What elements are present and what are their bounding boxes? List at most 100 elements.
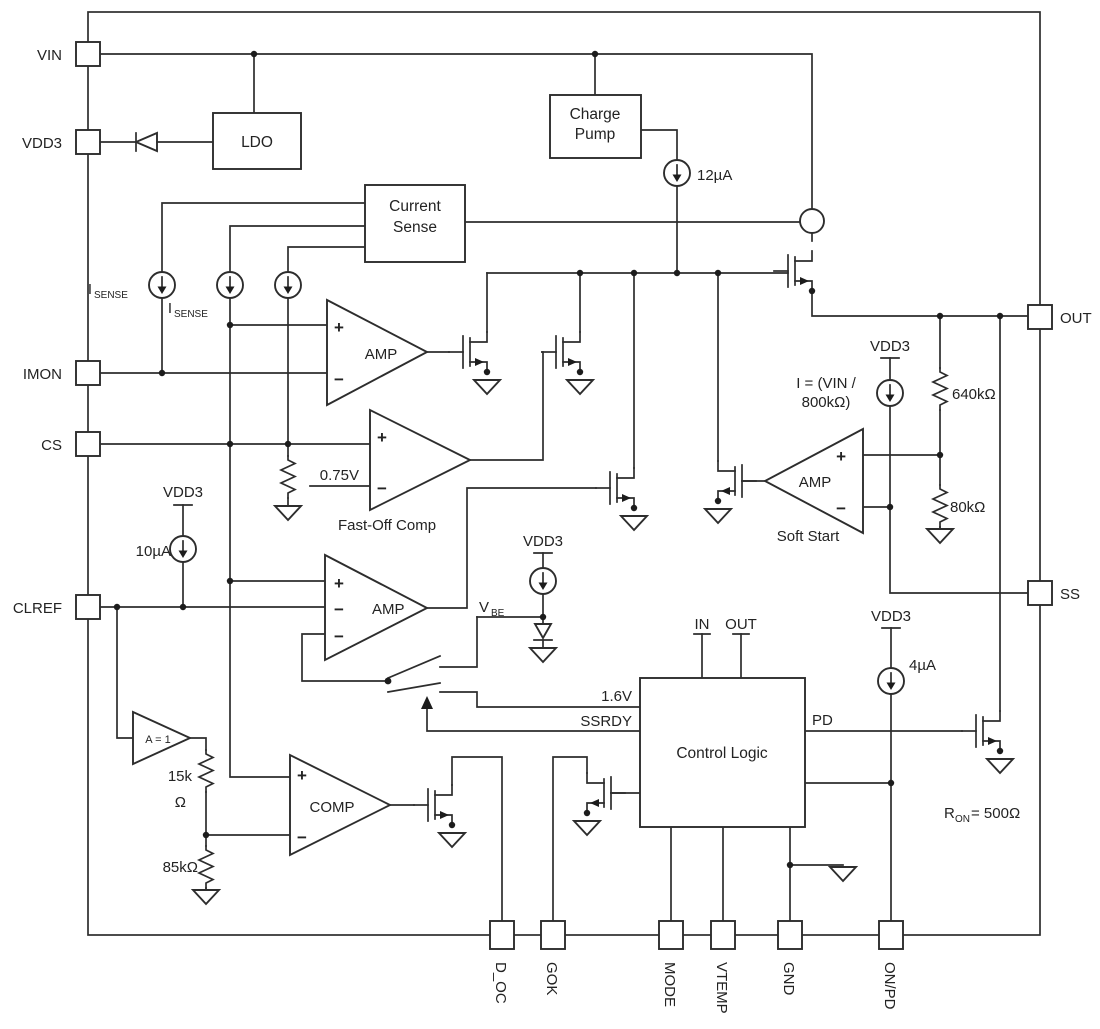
isense-amp: + − AMP	[326, 298, 430, 407]
isense-label-2-sub: SENSE	[174, 309, 208, 320]
junction-dots	[113, 50, 1004, 869]
clref-reference-switch	[384, 677, 392, 685]
doc-output-fet	[413, 784, 457, 830]
label-ssrdy: SSRDY	[580, 713, 632, 730]
label-15k: 15k	[168, 768, 193, 785]
pin-gnd-label: GND	[780, 962, 797, 996]
isense-current-source-3	[274, 271, 302, 299]
fast-off-comp: + − 0.75V Fast-Off Comp	[320, 408, 473, 534]
pin-vtemp: VTEMP	[710, 920, 736, 1014]
softstart-current-eq-1: I = (VIN /	[796, 375, 856, 392]
onpd-4ua-source	[877, 667, 905, 695]
ron-label-value: = 500Ω	[971, 805, 1020, 822]
isense-amp-minus: −	[334, 370, 344, 389]
wires	[99, 53, 1029, 922]
charge-pump-label-1: Charge	[570, 106, 621, 123]
fast-off-plus: +	[377, 428, 387, 447]
pin-cs-label: CS	[41, 437, 62, 454]
pin-vdd3: VDD3	[22, 129, 101, 155]
control-logic-label: Control Logic	[676, 745, 768, 762]
charge-pump-label-2: Pump	[575, 126, 616, 143]
pin-clref: CLREF	[13, 594, 101, 620]
label-640k: 640kΩ	[952, 386, 996, 403]
nmos-isense-mirror-fet	[448, 331, 492, 377]
vdd3-rail-label-1: VDD3	[163, 484, 203, 501]
isense-label-2-main: I	[168, 300, 172, 317]
ron-label-main: R	[944, 805, 955, 822]
pin-vin-label: VIN	[37, 47, 62, 64]
comp-plus: +	[297, 766, 307, 785]
current-sense-label-2: Sense	[393, 219, 437, 236]
gok-output-fet	[582, 772, 626, 818]
fast-off-ref-label: 0.75V	[320, 467, 359, 484]
pin-mode-label: MODE	[661, 962, 678, 1007]
isense-amp-plus: +	[334, 318, 344, 337]
pin-mode: MODE	[658, 920, 684, 1007]
vdd3-rail-label-4: VDD3	[871, 608, 911, 625]
label-15k-ohm: Ω	[175, 794, 186, 811]
label-logic-in: IN	[695, 616, 710, 633]
softstart-plus: +	[836, 447, 846, 466]
pin-ss-label: SS	[1060, 586, 1080, 603]
ron-label-sub: ON	[955, 814, 970, 825]
vdd3-rail-label-3: VDD3	[870, 338, 910, 355]
nmos-softstart-fet	[713, 460, 757, 506]
current-sense-label-1: Current	[389, 198, 441, 215]
label-80k: 80kΩ	[950, 499, 985, 516]
fast-off-caption: Fast-Off Comp	[338, 517, 436, 534]
label-pd: PD	[812, 712, 833, 729]
pin-vin: VIN	[37, 41, 101, 67]
pin-ss: SS	[1027, 580, 1080, 606]
comp-comparator: + − COMP	[289, 753, 393, 857]
isense-label-1-main: I	[88, 281, 92, 298]
nmos-fastoff-fet	[541, 331, 585, 377]
vbe-source	[529, 567, 557, 595]
pin-out-label: OUT	[1060, 310, 1092, 327]
clref-amp-minus: −	[334, 600, 344, 619]
control-logic-block: Control Logic	[639, 677, 806, 828]
ldo-diode	[99, 131, 214, 153]
label-85k: 85kΩ	[163, 859, 198, 876]
pin-imon: IMON	[23, 360, 101, 386]
softstart-source	[876, 379, 904, 407]
discharge-fet	[961, 710, 1005, 756]
isense-current-source-2	[216, 271, 244, 299]
charge-pump-12ua-source	[663, 159, 691, 187]
pin-clref-label: CLREF	[13, 600, 62, 617]
softstart-minus: −	[836, 499, 846, 518]
ldo-label: LDO	[241, 134, 273, 151]
label-1v6: 1.6V	[601, 688, 632, 705]
ldo-block: LDO	[212, 112, 302, 170]
pin-doc-label: D_OC	[492, 962, 509, 1004]
pin-gok: GOK	[540, 920, 566, 995]
label-logic-out: OUT	[725, 616, 757, 633]
pin-cs: CS	[41, 431, 101, 457]
vdd3-rail-label-2: VDD3	[523, 533, 563, 550]
softstart-caption: Soft Start	[777, 528, 840, 545]
comp-minus: −	[297, 828, 307, 847]
label-4ua: 4µA	[909, 657, 936, 674]
soft-start-amp: + − AMP Soft Start	[762, 427, 864, 545]
current-sense-block: Current Sense	[364, 184, 466, 263]
clref-amp-label: AMP	[372, 601, 405, 618]
clref-amp-plus: +	[334, 574, 344, 593]
unity-gain-buffer: A = 1	[132, 710, 193, 766]
isense-current-source-1	[148, 271, 176, 299]
pin-onpd-label: ON/PD	[881, 962, 898, 1010]
clref-10ua-source	[169, 535, 197, 563]
pin-imon-label: IMON	[23, 366, 62, 383]
pin-vdd3-label: VDD3	[22, 135, 62, 152]
pin-gnd: GND	[777, 920, 803, 996]
unity-buffer-label: A = 1	[145, 734, 170, 746]
charge-pump-block: Charge Pump	[549, 94, 642, 159]
clref-amp: + − AMP −	[324, 553, 430, 662]
comp-label: COMP	[310, 799, 355, 816]
softstart-current-eq-2: 800kΩ)	[802, 394, 851, 411]
pin-vtemp-label: VTEMP	[713, 962, 730, 1014]
nmos-clref-fet	[595, 467, 639, 513]
pin-onpd: ON/PD	[878, 920, 904, 1010]
fast-off-minus: −	[377, 479, 387, 498]
clref-amp-minus2: −	[334, 627, 344, 646]
